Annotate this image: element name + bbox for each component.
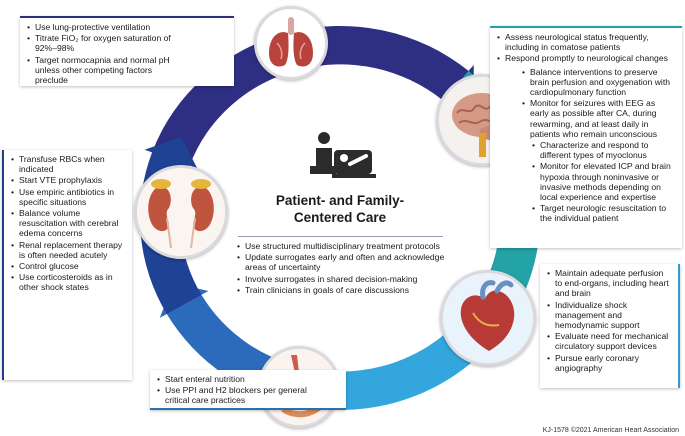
- brain-subitem: Monitor for elevated ICP and brain hypox…: [532, 161, 676, 202]
- lungs-item: Titrate FiO₂ for oxygen saturation of 92…: [27, 33, 183, 53]
- heart-item: Maintain adequate perfusion to end-organ…: [547, 268, 672, 299]
- gi-item: Use PPI and H2 blockers per general crit…: [157, 385, 315, 405]
- family-care-icon: [310, 132, 376, 178]
- center-title: Patient- and Family- Centered Care: [255, 192, 425, 226]
- brain-item: Monitor for seizures with EEG as early a…: [522, 98, 676, 139]
- kidney-panel: Transfuse RBCs when indicated Start VTE …: [2, 150, 132, 380]
- kidney-item: Transfuse RBCs when indicated: [11, 154, 126, 174]
- lungs-panel: Use lung-protective ventilation Titrate …: [20, 16, 234, 86]
- heart-item: Individualize shock management and hemod…: [547, 300, 672, 331]
- brain-item: Balance interventions to preserve brain …: [522, 67, 676, 98]
- heart-item: Evaluate need for mechanical circulatory…: [547, 331, 672, 351]
- heart-panel: Maintain adequate perfusion to end-organ…: [540, 264, 680, 388]
- center-item: Train clinicians in goals of care discus…: [237, 285, 451, 295]
- lungs-icon: [254, 6, 328, 80]
- brain-subitem: Characterize and respond to different ty…: [532, 140, 676, 160]
- brain-item: Respond promptly to neurological changes: [497, 53, 676, 63]
- kidney-icon: [134, 165, 228, 259]
- kidney-item: Start VTE prophylaxis: [11, 175, 126, 185]
- kidney-item: Control glucose: [11, 261, 126, 271]
- center-item: Involve surrogates in shared decision-ma…: [237, 274, 451, 284]
- kidney-item: Use corticosteroids as in other shock st…: [11, 272, 126, 292]
- credit-line: KJ-1578 ©2021 American Heart Association: [542, 427, 679, 434]
- brain-item: Assess neurological status frequently, i…: [497, 32, 676, 52]
- kidney-item: Balance volume resuscitation with cerebr…: [11, 208, 126, 239]
- heart-item: Pursue early coronary angiography: [547, 353, 672, 373]
- brain-subitem: Target neurologic resuscitation to the i…: [532, 203, 676, 223]
- heart-icon: [440, 270, 536, 366]
- center-divider: [238, 236, 443, 237]
- center-item: Update surrogates early and often and ac…: [237, 252, 451, 272]
- lungs-item: Use lung-protective ventilation: [27, 22, 228, 32]
- center-item: Use structured multidisciplinary treatme…: [237, 241, 451, 251]
- center-list: Use structured multidisciplinary treatme…: [236, 241, 451, 296]
- gi-item: Start enteral nutrition: [157, 374, 340, 384]
- kidney-item: Renal replacement therapy is often neede…: [11, 240, 126, 260]
- brain-panel: Assess neurological status frequently, i…: [490, 26, 682, 248]
- gi-panel: Start enteral nutrition Use PPI and H2 b…: [150, 370, 346, 410]
- center-title-line2: Centered Care: [293, 210, 387, 225]
- kidney-item: Use empiric antibiotics in specific situ…: [11, 187, 126, 207]
- center-title-line1: Patient- and Family-: [275, 193, 405, 208]
- lungs-item: Target normocapnia and normal pH unless …: [27, 55, 183, 86]
